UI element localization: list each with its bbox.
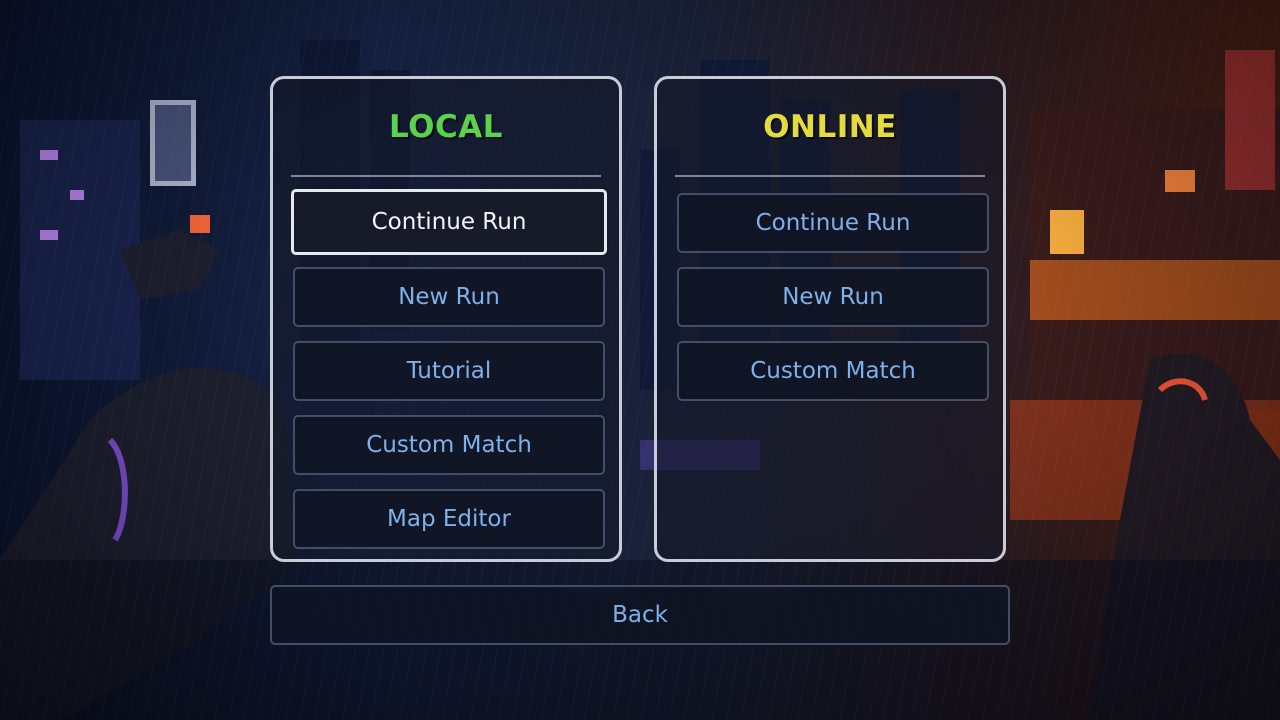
local-map-editor-button[interactable]: Map Editor bbox=[293, 489, 605, 549]
local-custom-match-button[interactable]: Custom Match bbox=[293, 415, 605, 475]
local-title: LOCAL bbox=[389, 109, 503, 145]
local-new-run-button[interactable]: New Run bbox=[293, 267, 605, 327]
online-new-run-button[interactable]: New Run bbox=[677, 267, 989, 327]
local-tutorial-button[interactable]: Tutorial bbox=[293, 341, 605, 401]
back-button[interactable]: Back bbox=[270, 585, 1010, 645]
online-custom-match-button[interactable]: Custom Match bbox=[677, 341, 989, 401]
online-continue-run-button[interactable]: Continue Run bbox=[677, 193, 989, 253]
online-title: ONLINE bbox=[763, 109, 897, 145]
online-panel: ONLINE Continue Run New Run Custom Match bbox=[654, 76, 1006, 562]
online-divider bbox=[675, 175, 985, 177]
local-panel: LOCAL Continue Run New Run Tutorial Cust… bbox=[270, 76, 622, 562]
local-divider bbox=[291, 175, 601, 177]
local-continue-run-button[interactable]: Continue Run bbox=[291, 189, 607, 255]
